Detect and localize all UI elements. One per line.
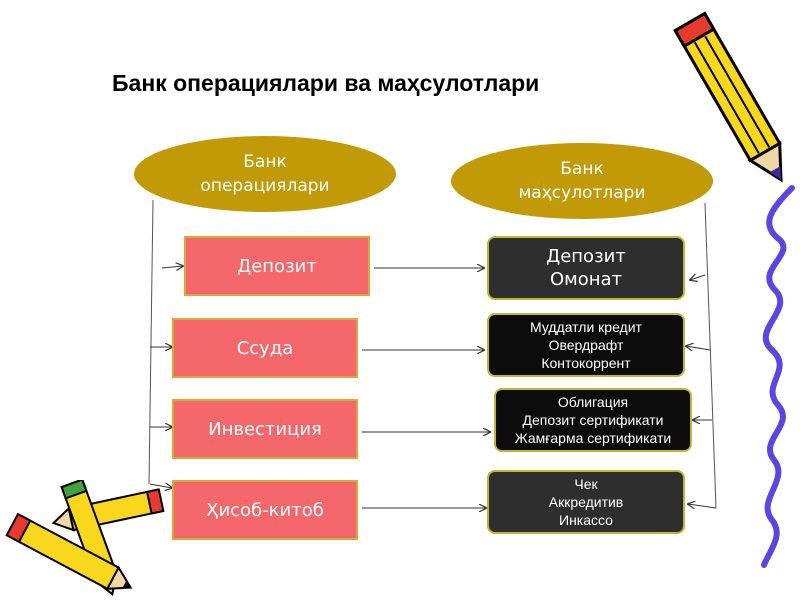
right-bracket-line <box>704 202 717 509</box>
pencil-icon <box>5 512 133 591</box>
operation-label: Ссуда <box>236 337 294 359</box>
product-box-payments: Чек Аккредитив Инкассо <box>487 470 685 534</box>
operation-label: Депозит <box>237 255 317 277</box>
pencil-group <box>5 480 165 597</box>
operation-label: Инвестиция <box>208 418 322 440</box>
header-bank-products: Банк маҳсулотлари <box>451 143 713 219</box>
right-arrow-1 <box>690 275 706 280</box>
left-arrow-4 <box>149 484 172 488</box>
product-box-securities: Облигация Депозит сертификати Жамғарма с… <box>494 388 692 452</box>
product-box-deposit: Депозит Омонат <box>487 236 685 300</box>
header-bank-operations-label: Банк операциялари <box>200 152 330 196</box>
header-bank-operations: Банк операциялари <box>134 136 396 212</box>
header-bank-products-label: Банк маҳсулотлари <box>518 159 646 203</box>
product-text: Облигация Депозит сертификати Жамғарма с… <box>514 394 672 446</box>
operation-box-deposit: Депозит <box>184 236 370 296</box>
left-arrow-1 <box>161 266 183 268</box>
left-bracket-line <box>148 199 154 485</box>
operation-box-loan: Ссуда <box>172 318 358 378</box>
operation-box-settlement: Ҳисоб-китоб <box>172 480 358 540</box>
squiggle-line <box>761 185 795 568</box>
operation-box-investment: Инвестиция <box>172 399 358 459</box>
pencil-icon <box>673 11 783 183</box>
product-box-credit: Муддатли кредит Овердрафт Контокоррент <box>487 313 685 377</box>
product-text: Депозит Омонат <box>546 246 626 290</box>
right-arrow-4 <box>688 504 717 508</box>
product-text: Чек Аккредитив Инкассо <box>548 476 624 528</box>
operation-label: Ҳисоб-китоб <box>206 499 324 521</box>
product-text: Муддатли кредит Овердрафт Контокоррент <box>530 319 642 371</box>
page-title: Банк операциялари ва маҳсулотлари <box>112 70 540 96</box>
right-arrow-2 <box>686 346 711 350</box>
